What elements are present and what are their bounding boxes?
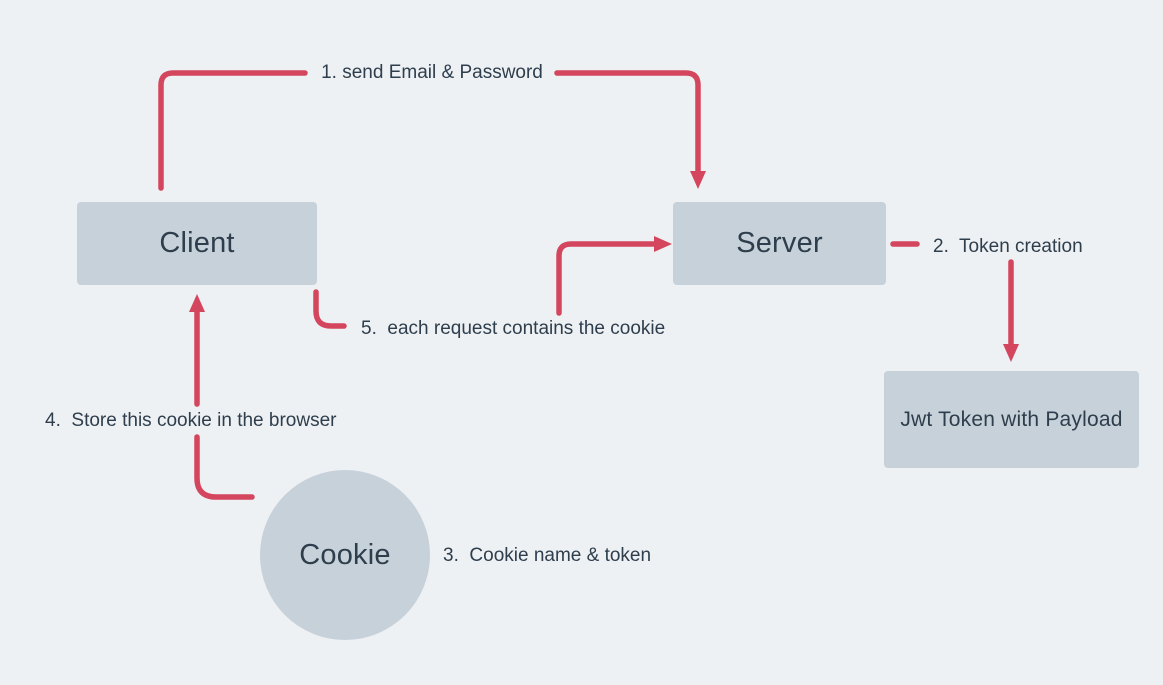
step-label-send-email-password: 1. send Email & Password xyxy=(321,62,543,83)
step-label-store-cookie: 4. Store this cookie in the browser xyxy=(45,410,337,431)
arrow-2-token-creation xyxy=(890,241,1019,362)
node-jwt-token: Jwt Token with Payload xyxy=(884,371,1139,468)
step-label-cookie-name-token: 3. Cookie name & token xyxy=(443,545,652,566)
node-server: Server xyxy=(673,202,886,285)
step-label-request-contains-cookie: 5. each request contains the cookie xyxy=(361,318,666,339)
arrow-4-store-cookie xyxy=(189,294,255,500)
step-label-token-creation: 2. Token creation xyxy=(933,236,1083,257)
arrow-5-request-contains-cookie xyxy=(313,236,672,329)
node-cookie: Cookie xyxy=(260,470,430,640)
node-client: Client xyxy=(77,202,317,285)
arrow-1-send-credentials xyxy=(158,70,706,191)
